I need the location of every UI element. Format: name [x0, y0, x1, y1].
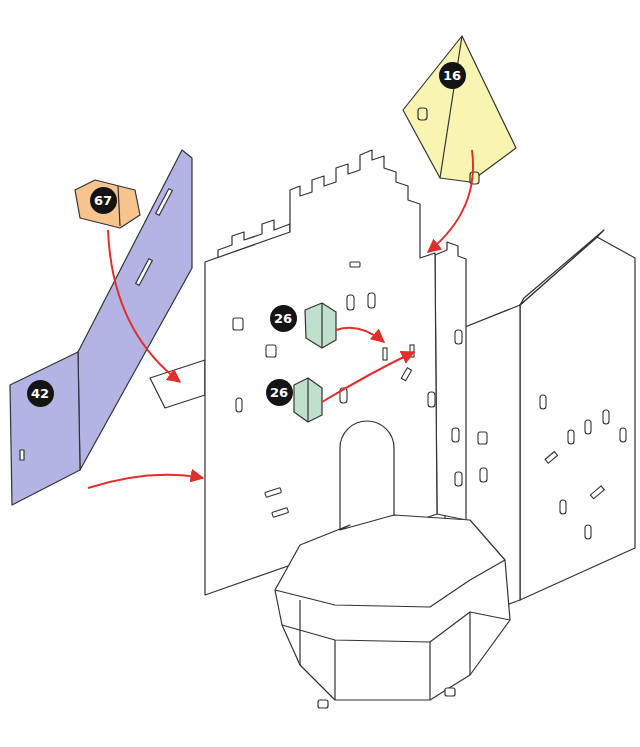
assembly-arrow — [108, 230, 180, 382]
castle-windows — [585, 420, 591, 434]
clip-part — [294, 303, 336, 422]
assembly-arrow — [336, 328, 384, 342]
roof-part — [418, 108, 427, 120]
callout-label: 26 — [270, 386, 288, 399]
assembly-arrow — [428, 150, 473, 252]
tab-part — [75, 180, 140, 228]
callout-number: 42 — [27, 380, 54, 407]
clip-part — [307, 378, 308, 422]
castle-windows — [233, 318, 243, 330]
clip-part — [321, 303, 322, 348]
gate-base — [318, 700, 328, 708]
assembly-arrow — [322, 352, 414, 402]
castle-windows — [428, 392, 435, 407]
castle-windows — [236, 398, 242, 412]
wall-part — [10, 352, 80, 505]
castle-windows — [383, 348, 387, 360]
castle-body — [520, 237, 635, 600]
castle-windows — [480, 468, 487, 482]
castle-body — [340, 421, 394, 530]
roof-part — [403, 36, 516, 184]
roof-part — [403, 36, 516, 182]
callout-number: 26 — [266, 379, 293, 406]
wall-part — [136, 259, 153, 286]
assembly-arrow — [88, 475, 203, 488]
castle-windows — [410, 345, 414, 357]
castle-windows — [265, 488, 282, 498]
castle-windows — [545, 452, 557, 464]
gate-base — [445, 688, 455, 696]
tab-part — [75, 180, 140, 228]
gate-base — [275, 560, 505, 700]
castle-windows — [350, 262, 360, 267]
castle-windows — [455, 330, 462, 344]
castle-windows — [540, 395, 546, 409]
castle-body — [435, 242, 466, 520]
castle-body — [150, 360, 205, 408]
castle-windows — [272, 508, 289, 518]
roof-part — [440, 36, 462, 178]
castle-windows — [478, 432, 487, 444]
castle-windows — [452, 428, 459, 442]
castle-windows — [368, 293, 375, 308]
callout-number: 67 — [90, 187, 117, 214]
wall-part — [10, 150, 192, 505]
gate-base — [282, 612, 510, 642]
callout-number: 16 — [439, 62, 466, 89]
callout-label: 42 — [31, 387, 49, 400]
callout-number: 26 — [270, 305, 297, 332]
callout-label: 67 — [94, 194, 112, 207]
tab-part — [118, 186, 120, 226]
gate-base — [275, 515, 510, 700]
castle-windows — [585, 525, 591, 539]
callout-label: 16 — [443, 69, 461, 82]
castle-windows — [455, 472, 462, 486]
castle-windows — [401, 368, 411, 381]
castle-windows — [233, 262, 626, 550]
clip-part — [294, 378, 322, 422]
castle-windows — [560, 500, 566, 514]
wall-part — [20, 450, 24, 460]
castle-windows — [590, 486, 604, 499]
wall-part — [156, 189, 173, 216]
assembly-arrow — [88, 150, 473, 488]
castle-windows — [603, 410, 609, 424]
castle-body — [520, 230, 604, 305]
castle-windows — [620, 428, 626, 442]
clip-part — [305, 303, 336, 348]
castle-windows — [347, 295, 354, 310]
castle-windows — [266, 345, 276, 357]
gate-base — [275, 515, 510, 708]
castle-windows — [568, 430, 574, 444]
callout-label: 26 — [274, 312, 292, 325]
